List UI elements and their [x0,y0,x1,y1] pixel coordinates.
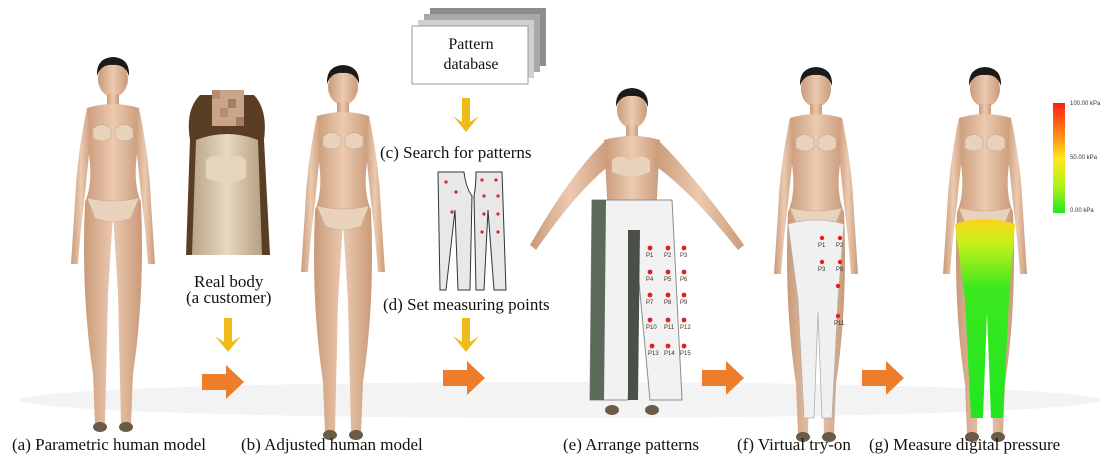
arranged-measuring-point-label: P14 [664,351,675,357]
legend-mid-label: 50.00 kPa [1070,155,1097,161]
tryon-measuring-point-label: P2 [836,243,844,249]
legend-max-label: 100.00 kPa [1070,101,1100,107]
arranged-measuring-point-label: P4 [646,277,654,283]
caption-b: (b) Adjusted human model [241,436,423,453]
caption-a: (a) Parametric human model [12,436,206,453]
tryon-measuring-point-label: P11 [834,321,845,327]
set-measuring-points-label: (d) Set measuring points [383,296,550,313]
parametric-human-model [71,57,155,432]
tryon-measuring-point-label: P8 [836,267,844,273]
tryon-measuring-point-label: P3 [818,267,826,273]
arranged-measuring-point-label: P1 [646,253,654,259]
down-arrow-measuring [453,318,479,352]
tryon-measuring-point-label: P1 [818,243,826,249]
arranged-measuring-point-label: P6 [680,277,688,283]
pattern-database-line1: Pattern [412,35,530,55]
arranged-measuring-point-label: P5 [664,277,672,283]
down-arrow-real-body [215,318,241,352]
arranged-measuring-point-label: P7 [646,300,654,306]
arranged-measuring-point-label: P10 [646,325,657,331]
down-arrow-database [453,98,479,132]
arranged-measuring-point-label: P12 [680,325,691,331]
pattern-database-label: Pattern database [412,35,530,75]
arranged-measuring-point-label: P8 [664,300,672,306]
digital-pressure-model [943,67,1027,442]
arranged-measuring-point-label: P3 [680,253,688,259]
arranged-measuring-point-label: P13 [648,351,659,357]
pressure-color-legend [1053,103,1065,213]
legend-min-label: 0.00 kPa [1070,208,1094,214]
real-body-sublabel: (a customer) [186,289,271,306]
caption-g: (g) Measure digital pressure [869,436,1060,453]
real-body-photo [184,86,270,256]
caption-e: (e) Arrange patterns [563,436,699,453]
arranged-patterns-model [530,88,744,415]
arranged-measuring-point-label: P9 [680,300,688,306]
arranged-measuring-point-label: P2 [664,253,672,259]
pattern-database-line2: database [412,55,530,75]
caption-f: (f) Virtual try-on [737,436,851,453]
arranged-measuring-point-label: P15 [680,351,691,357]
arranged-measuring-point-label: P11 [664,325,675,331]
search-patterns-label: (c) Search for patterns [380,144,532,161]
flat-trouser-patterns [438,172,506,290]
